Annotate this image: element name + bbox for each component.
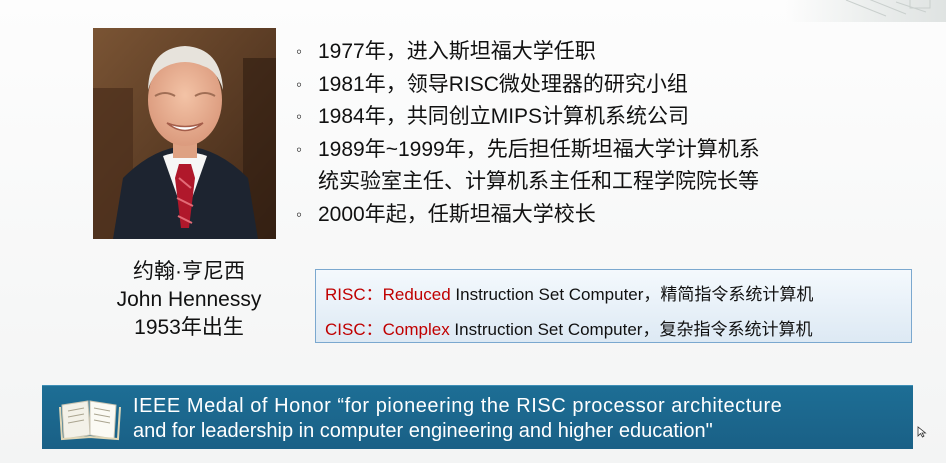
person-caption: 约翰·亨尼西 John Hennessy 1953年出生 (60, 258, 318, 342)
bullet-dot: ◦ (296, 139, 303, 159)
cisc-term: CISC：Complex (325, 320, 450, 339)
corner-decoration (786, 0, 946, 22)
bullet-item: ◦ 1984年，共同创立MIPS计算机系统公司 (296, 101, 856, 134)
risc-description: Instruction Set Computer，精简指令系统计算机 (450, 285, 814, 304)
person-name-english: John Hennessy (116, 288, 262, 311)
person-birth-year: 1953年出生 (134, 316, 244, 339)
bullet-item: ◦ 1989年~1999年，先后担任斯坦福大学计算机系 (296, 134, 856, 167)
award-citation: IEEE Medal of Honor “for pioneering the … (133, 394, 903, 444)
bullet-text: 统实验室主任、计算机系主任和工程学院院长等 (318, 170, 759, 193)
bullet-item: ◦ 2000年起，任斯坦福大学校长 (296, 199, 856, 232)
bullet-dot: ◦ (296, 74, 303, 94)
risc-definition: RISC：Reduced Instruction Set Computer，精简… (325, 285, 813, 305)
award-banner: IEEE Medal of Honor “for pioneering the … (42, 385, 913, 449)
bullet-item: ◦ 1981年，领导RISC微处理器的研究小组 (296, 69, 856, 102)
bullet-dot: ◦ (296, 42, 303, 61)
award-citation-line-2: and for leadership in computer engineeri… (133, 420, 713, 442)
book-icon (58, 395, 122, 446)
bullet-dot: ◦ (296, 107, 303, 126)
career-bullet-list: ◦1977年，进入斯坦福大学任职 ◦1981年，领导RISC微处理器的研究小组 … (296, 36, 856, 231)
award-citation-line-1: IEEE Medal of Honor “for pioneering the … (133, 395, 783, 417)
definition-box: RISC：Reduced Instruction Set Computer，精简… (315, 269, 912, 343)
bullet-dot: ◦ (296, 204, 303, 224)
portrait-photo (93, 28, 276, 239)
person-name-chinese: 约翰·亨尼西 (133, 260, 245, 283)
bullet-item: ◦ 1977年，进入斯坦福大学任职 (296, 36, 856, 69)
bullet-text: 1984年，共同创立MIPS计算机系统公司 (318, 105, 690, 128)
bullet-item-continuation: 统实验室主任、计算机系主任和工程学院院长等 (296, 166, 856, 199)
cisc-description: Instruction Set Computer，复杂指令系统计算机 (449, 320, 813, 339)
bullet-text: 1989年~1999年，先后担任斯坦福大学计算机系 (318, 137, 760, 161)
bullet-text: 1981年，领导RISC微处理器的研究小组 (318, 72, 688, 96)
bullet-text: 1977年，进入斯坦福大学任职 (318, 40, 596, 63)
mouse-cursor-icon (917, 425, 927, 443)
cisc-definition: CISC：Complex Instruction Set Computer，复杂… (325, 320, 812, 340)
bullet-text: 2000年起，任斯坦福大学校长 (318, 202, 596, 226)
risc-term: RISC：Reduced (325, 285, 451, 304)
